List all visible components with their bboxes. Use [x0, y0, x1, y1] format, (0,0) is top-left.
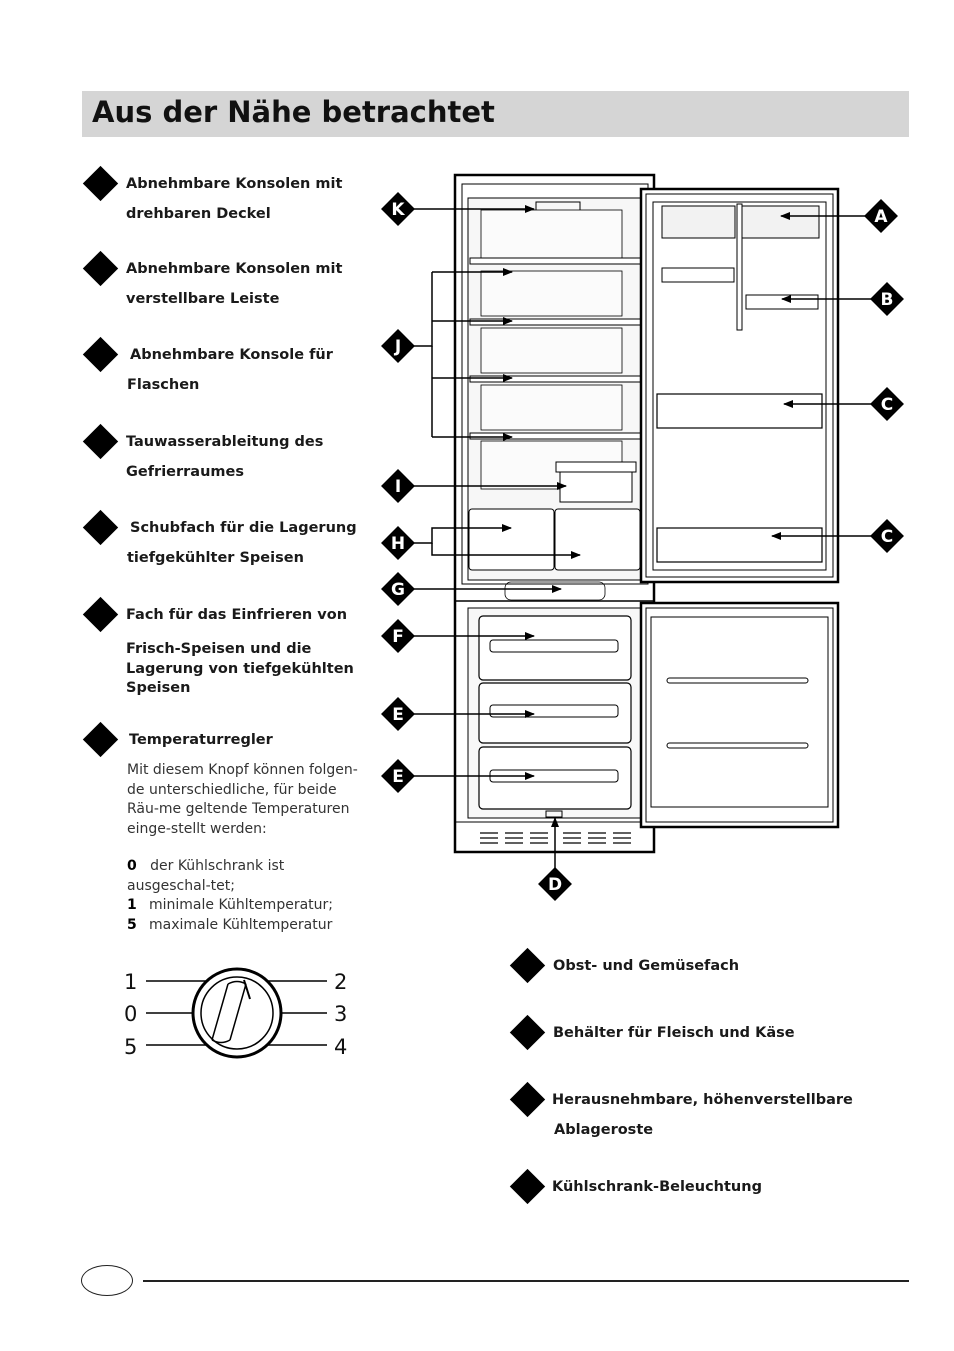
callout-label-d: D	[548, 875, 562, 895]
diamond-callout-icon	[381, 619, 415, 653]
diamond-callout-icon	[538, 867, 572, 901]
callout-label-c1: C	[881, 395, 893, 415]
dial-label-5: 5	[124, 1035, 137, 1059]
thermostat-description: Mit diesem Knopf können folgen-de unters…	[127, 761, 363, 935]
diamond-callout-icon	[381, 572, 415, 606]
callout-label-h: H	[391, 534, 405, 554]
diamond-callout-icon	[864, 199, 898, 233]
page-title: Aus der Nähe betrachtet	[92, 95, 495, 129]
diamond-callout-icon	[870, 282, 904, 316]
diamond-callout-icon	[381, 526, 415, 560]
diamond-callout-icon	[870, 387, 904, 421]
dial-label-3: 3	[334, 1002, 347, 1026]
callout-label-a: A	[874, 207, 888, 227]
callout-label-f: F	[392, 627, 404, 647]
legend-item-6: Fach für das Einfrieren von Frisch-Speis…	[126, 607, 354, 696]
legend-item-7: Temperaturregler	[129, 732, 273, 748]
callout-markers	[381, 192, 904, 901]
dial-label-2: 2	[334, 970, 347, 994]
diamond-callout-icon	[381, 697, 415, 731]
thermostat-dial	[146, 967, 327, 1059]
callout-label-k: K	[391, 200, 405, 220]
footer-rule	[143, 1280, 909, 1282]
callout-label-g: G	[391, 580, 405, 600]
callout-label-c2: C	[881, 527, 893, 547]
callout-label-e2: E	[392, 767, 404, 787]
diamond-callout-icon	[870, 519, 904, 553]
diamond-callout-icon	[381, 469, 415, 503]
diamond-callout-icon	[381, 759, 415, 793]
dial-label-0: 0	[124, 1002, 137, 1026]
diamond-callout-icon	[381, 329, 415, 363]
page-number-oval	[81, 1265, 133, 1296]
title-bar: Aus der Nähe betrachtet	[82, 91, 909, 137]
callout-label-j: J	[394, 337, 401, 357]
legend-right-item-1: Obst- und Gemüsefach	[553, 958, 740, 974]
callout-leaders	[409, 205, 872, 870]
diamond-callout-icon	[381, 192, 415, 226]
legend-right-item-4: Kühlschrank-Beleuchtung	[552, 1179, 762, 1195]
callout-label-e1: E	[392, 705, 404, 725]
thermostat-intro: Mit diesem Knopf können folgen-de unters…	[127, 762, 358, 837]
callout-label-i: I	[395, 477, 401, 497]
legend-right-item-2: Behälter für Fleisch und Käse	[553, 1025, 795, 1041]
dial-label-1: 1	[124, 970, 137, 994]
callout-label-b: B	[881, 290, 894, 310]
dial-label-4: 4	[334, 1035, 347, 1059]
setting-0: 0 der Kühlschrank ist ausgeschal-tet;	[127, 858, 285, 894]
fridge-diagram	[453, 173, 840, 854]
